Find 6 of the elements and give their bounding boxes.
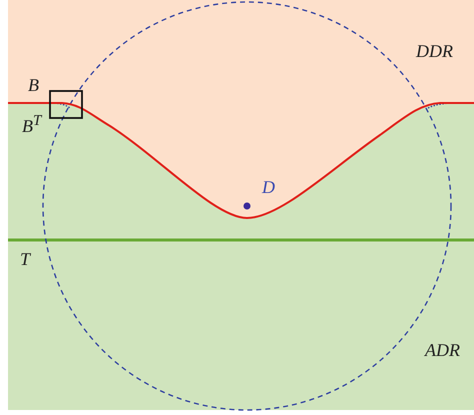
region-label: T [20,250,30,268]
region-label: ADR [425,341,460,359]
region-label: B [28,76,39,94]
region-label: DDR [416,42,453,60]
region-label: B$^{T}$ [22,114,42,135]
region-label: D [262,178,275,196]
